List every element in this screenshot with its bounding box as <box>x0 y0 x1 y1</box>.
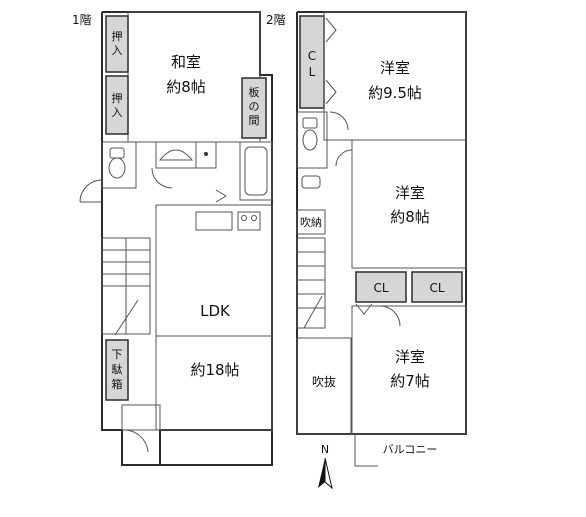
fukinuke-label: 吹抜 <box>312 375 336 389</box>
wash-basin-icon <box>158 149 194 161</box>
oshiire-1-char-2: 入 <box>112 44 123 57</box>
getabako-char-2: 駄 <box>112 362 123 376</box>
closet-vertical-char-2: L <box>309 65 316 79</box>
toilet-room-1f <box>101 141 137 189</box>
itanoma-char-1: 板 <box>249 85 260 99</box>
oshiire-closet-1 <box>105 15 129 73</box>
burner-icon-1 <box>241 215 247 221</box>
closet-vertical-char-1: C <box>308 49 316 63</box>
oshiire-2-char-1: 押 <box>112 91 123 105</box>
compass-needle-left <box>318 458 325 488</box>
western-room-2-door-swing <box>335 149 353 167</box>
stair-treads-2f <box>297 251 325 309</box>
getabako-char-1: 下 <box>112 348 123 361</box>
closet-door-icon-2 <box>325 79 337 105</box>
toilet-door-swing-2f <box>329 111 349 131</box>
closet-right-label: CL <box>429 281 444 295</box>
ldk-room-name: LDK <box>200 302 231 320</box>
closet-door-icon-1 <box>325 17 337 43</box>
fukinuke-storage <box>296 209 326 235</box>
staircase-2f <box>296 237 326 329</box>
bath-door-icon <box>215 189 227 203</box>
entrance-door-swing <box>123 429 149 453</box>
ldk-room <box>155 204 273 431</box>
first-floor-plan: 1階 和室 約8帖 押 入 押 入 板 の 間 <box>72 11 273 466</box>
toilet-bowl-2f <box>302 129 318 151</box>
toilet-tank-2f <box>302 117 318 129</box>
japanese-room-size: 約8帖 <box>166 78 206 96</box>
kitchen-stove <box>237 211 261 231</box>
closet-right-2f <box>411 271 463 303</box>
closet-left-door-icon <box>355 303 373 315</box>
itanoma-closet <box>241 77 267 139</box>
ldk-room-size: 約18帖 <box>190 361 239 379</box>
western-room-3-name: 洋室 <box>395 348 425 366</box>
western-room-1-size: 約9.5帖 <box>368 84 422 102</box>
western-room-2-name: 洋室 <box>395 184 425 202</box>
compass-needle-right <box>324 457 333 490</box>
compass-north-label: N <box>321 443 329 456</box>
stair-cut-line-2f <box>303 295 323 329</box>
balcony <box>354 434 378 467</box>
second-floor-plan: 2階 C L 洋室 約9.5帖 洋室 約8帖 吹納 <box>266 11 467 490</box>
washing-machine-space <box>195 141 217 169</box>
oshiire-2-char-2: 入 <box>112 106 123 119</box>
floor-label-1f: 1階 <box>72 12 92 27</box>
oshiire-closet-2 <box>105 75 129 135</box>
stair-treads-1f <box>102 238 150 334</box>
entrance-porch <box>121 404 161 431</box>
western-room-3-door-swing <box>379 305 401 327</box>
toilet-tank-1f <box>109 147 125 159</box>
oshiire-1-char-1: 押 <box>112 29 123 43</box>
fukinuke-storage-label: 吹納 <box>300 216 322 229</box>
bathroom <box>239 141 273 201</box>
toilet-room-2f <box>296 111 328 169</box>
closet-vertical-2f <box>299 15 325 109</box>
western-room-3-size: 約7帖 <box>390 372 430 390</box>
western-room-1-name: 洋室 <box>380 59 410 77</box>
japanese-room <box>127 11 261 143</box>
western-room-2-size: 約8帖 <box>390 208 430 226</box>
hand-basin-2f <box>301 175 321 189</box>
drain-icon <box>204 152 208 156</box>
western-room-2 <box>351 139 467 269</box>
closet-left-2f <box>355 271 407 303</box>
itanoma-char-2: の <box>249 100 260 113</box>
wash-door-swing <box>151 167 173 189</box>
toilet-bowl-1f <box>108 157 126 179</box>
getabako-char-3: 箱 <box>112 377 123 391</box>
floor-label-2f: 2階 <box>266 12 286 27</box>
stair-cut-line-1f <box>114 299 139 336</box>
door-swing-1f <box>79 179 103 203</box>
balcony-label: バルコニー <box>383 443 438 456</box>
closet-left-label: CL <box>373 281 388 295</box>
bathtub-icon <box>244 146 268 196</box>
japanese-room-name: 和室 <box>171 53 201 71</box>
fukinuke-void <box>296 337 352 435</box>
kitchen-sink <box>195 211 233 231</box>
burner-icon-2 <box>251 215 257 221</box>
getabako-shoe-cabinet <box>105 339 129 401</box>
itanoma-char-3: 間 <box>249 114 260 127</box>
western-room-3 <box>351 305 467 435</box>
